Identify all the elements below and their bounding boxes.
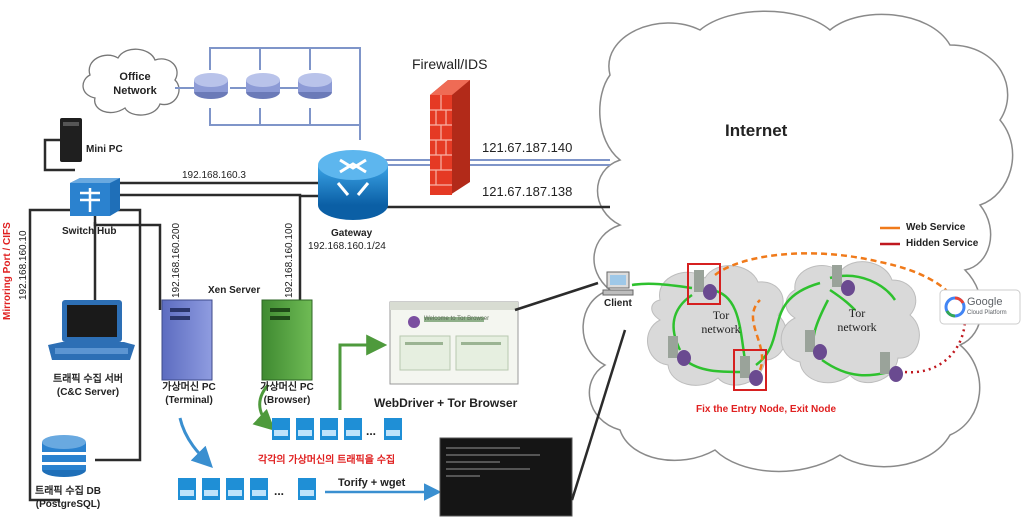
fix-nodes-label: Fix the Entry Node, Exit Node bbox=[696, 404, 837, 415]
public-ip-2-label: 121.67.187.138 bbox=[482, 184, 573, 199]
web-service-path-2 bbox=[751, 299, 764, 371]
tor-left-line1: Tor bbox=[712, 308, 730, 322]
google-sub-label: Cloud Platform bbox=[967, 310, 1007, 316]
tor-node bbox=[832, 265, 855, 296]
vm-browser-tower bbox=[261, 299, 313, 381]
gateway-icon bbox=[318, 150, 388, 220]
router-icons bbox=[194, 73, 332, 99]
legend-web-label: Web Service bbox=[906, 222, 966, 233]
tor-node-exit bbox=[733, 349, 767, 391]
vm-browser-line2: (Browser) bbox=[263, 395, 311, 406]
switch-ip-label: 192.168.160.10 bbox=[18, 230, 29, 300]
mini-pc-label: Mini PC bbox=[86, 144, 123, 155]
client-label: Client bbox=[604, 298, 632, 309]
webdriver-arrow bbox=[338, 334, 388, 410]
tor-node bbox=[668, 336, 691, 366]
google-label: Google bbox=[967, 296, 1003, 308]
vm-terminal-label: 가상머신 PC (Terminal) bbox=[158, 381, 220, 407]
vm-terminal-tower bbox=[161, 299, 213, 381]
router-icon bbox=[194, 73, 228, 99]
router-icon bbox=[246, 73, 280, 99]
firewall-icon bbox=[430, 80, 470, 195]
tor-right-line2: network bbox=[837, 320, 877, 334]
client-pc-icon bbox=[602, 271, 634, 296]
browser-ellipsis: ... bbox=[366, 424, 377, 438]
browser-to-client-link bbox=[514, 281, 599, 312]
wan-links bbox=[385, 159, 610, 166]
tor-node bbox=[805, 330, 827, 360]
internet-label: Internet bbox=[725, 121, 788, 140]
switch-hub-icon bbox=[70, 178, 120, 216]
tor-node-entry bbox=[687, 263, 721, 305]
public-ip-1-label: 121.67.187.140 bbox=[482, 140, 573, 155]
traffic-server-line1: 트래픽 수집 서버 bbox=[53, 374, 123, 385]
legend-hidden-label: Hidden Service bbox=[906, 238, 979, 249]
mirroring-port-label: Mirroring Port / CIFS bbox=[2, 222, 13, 320]
collect-note-label: 각각의 가상머신의 트래픽을 수집 bbox=[258, 455, 396, 466]
browser-ip-label: 192.168.160.100 bbox=[284, 222, 295, 298]
terminal-ellipsis: ... bbox=[274, 484, 285, 498]
terminal-ip-label: 192.168.160.200 bbox=[171, 222, 182, 298]
traffic-server-label: 트래픽 수집 서버 (C&C Server) bbox=[38, 373, 138, 399]
tor-relay-nodes bbox=[668, 263, 903, 391]
office-network-line2: Network bbox=[113, 85, 157, 97]
terminal-packets bbox=[178, 478, 316, 500]
terminal-window bbox=[439, 437, 573, 517]
tor-network-left-label: Tor network bbox=[696, 308, 746, 336]
laptop-icon bbox=[48, 300, 135, 360]
database-icon bbox=[42, 435, 86, 477]
google-cloud-badge bbox=[939, 289, 1021, 325]
traffic-server-line2: (C&C Server) bbox=[56, 387, 120, 398]
browser-packets bbox=[272, 418, 402, 440]
firewall-label: Firewall/IDS bbox=[412, 56, 488, 72]
web-service-path bbox=[714, 252, 957, 301]
terminal-flow-arrow bbox=[178, 417, 213, 468]
switch-hub-label: Switch Hub bbox=[62, 226, 117, 237]
browser-flow-arrow bbox=[252, 384, 276, 431]
office-network-cloud bbox=[82, 48, 180, 116]
vm-terminal-line2: (Terminal) bbox=[165, 395, 213, 406]
router-icon bbox=[298, 73, 332, 99]
gateway-ip-label: 192.168.160.1/24 bbox=[308, 241, 386, 252]
terminal-to-tor-link bbox=[570, 329, 627, 501]
tor-right-line1: Tor bbox=[848, 306, 866, 320]
office-links bbox=[175, 47, 361, 140]
vm-terminal-line1: 가상머신 PC bbox=[162, 382, 216, 393]
traffic-db-label: 트래픽 수집 DB (PostgreSQL) bbox=[20, 485, 116, 511]
office-network-line1: Office bbox=[119, 71, 151, 83]
mini-pc-icon bbox=[60, 118, 82, 162]
traffic-db-line1: 트래픽 수집 DB bbox=[35, 486, 101, 497]
vm-browser-line1: 가상머신 PC bbox=[260, 382, 314, 393]
tor-network-right-label: Tor network bbox=[832, 306, 882, 334]
webdriver-label: WebDriver + Tor Browser bbox=[374, 396, 518, 410]
tor-browser-title: Welcome to Tor Browser bbox=[424, 316, 490, 322]
gateway-label: Gateway bbox=[331, 228, 373, 239]
torify-label: Torify + wget bbox=[338, 477, 406, 489]
minipc-ip-label: 192.168.160.3 bbox=[182, 170, 246, 181]
vm-browser-label: 가상머신 PC (Browser) bbox=[256, 381, 318, 407]
traffic-db-line2: (PostgreSQL) bbox=[35, 499, 101, 510]
tor-left-line2: network bbox=[701, 322, 741, 336]
tor-node bbox=[880, 352, 903, 382]
tor-browser-screenshot bbox=[389, 301, 519, 385]
office-network-label: Office Network bbox=[110, 70, 160, 98]
xen-server-label: Xen Server bbox=[208, 285, 261, 296]
